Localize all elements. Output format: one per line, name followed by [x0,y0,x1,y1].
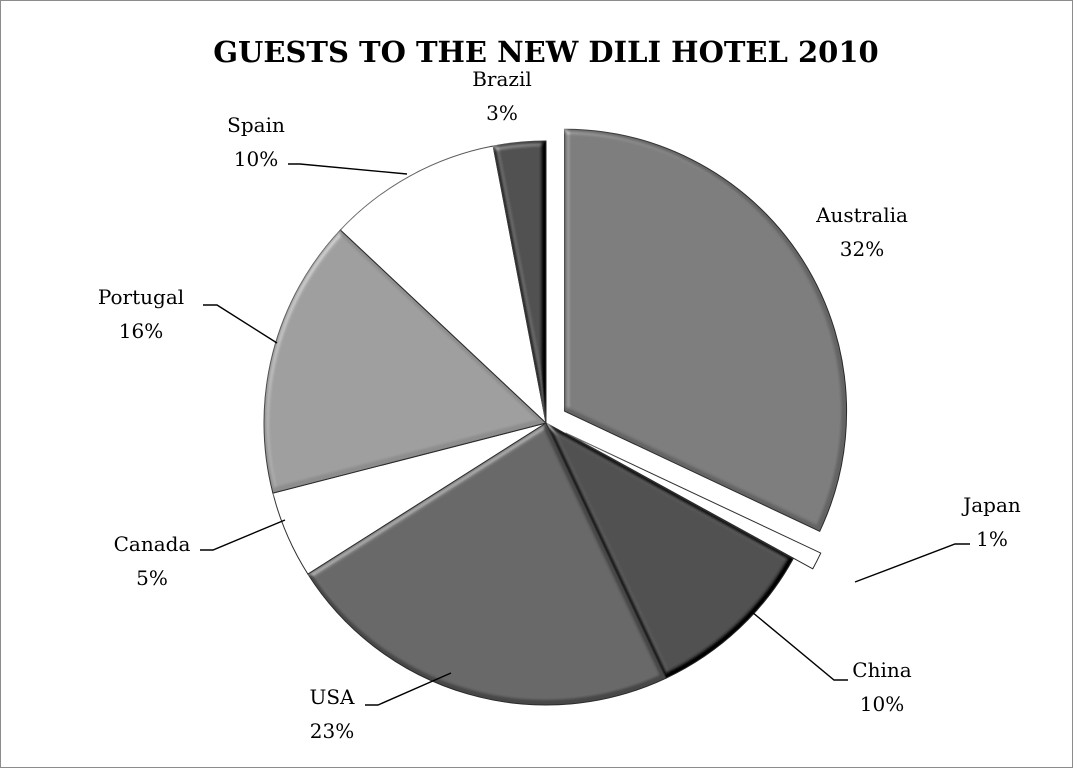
slice-label-japan: Japan [961,493,1021,517]
slice-value-spain: 10% [234,147,278,171]
leader-line-japan [854,543,970,583]
slice-label-brazil: Brazil [472,67,532,91]
leader-line-spain [288,163,408,175]
slice-value-brazil: 3% [486,101,518,125]
slice-value-canada: 5% [136,566,168,590]
leader-line-usa [365,672,452,706]
pie-slice-japan [565,432,822,570]
slice-label-spain: Spain [227,113,285,137]
slice-value-japan: 1% [976,527,1008,551]
chart-title: GUESTS TO THE NEW DILI HOTEL 2010 [213,35,878,69]
slice-value-australia: 32% [840,237,884,261]
pie-slice-brazil [492,140,547,424]
slice-value-portugal: 16% [119,319,163,343]
slice-value-usa: 23% [310,719,354,743]
pie-slices [263,128,848,706]
pie-slice-australia [564,128,848,532]
slice-label-australia: Australia [815,203,908,227]
slice-label-portugal: Portugal [98,285,184,309]
leader-line-portugal [203,304,278,344]
slice-label-china: China [852,658,911,682]
pie-slice-usa [307,422,667,706]
leader-line-canada [200,519,286,551]
pie-slice-portugal [263,229,548,494]
pie-slice-china [544,421,794,679]
slice-value-china: 10% [860,692,904,716]
data-labels: Australia 32% Japan 1% China 10% USA 23% Canada 5… [98,67,1021,743]
slice-label-usa: USA [310,685,356,709]
slice-label-canada: Canada [114,532,191,556]
leader-lines [200,163,970,706]
pie-slice-spain [339,145,547,425]
leader-line-china [751,611,848,681]
